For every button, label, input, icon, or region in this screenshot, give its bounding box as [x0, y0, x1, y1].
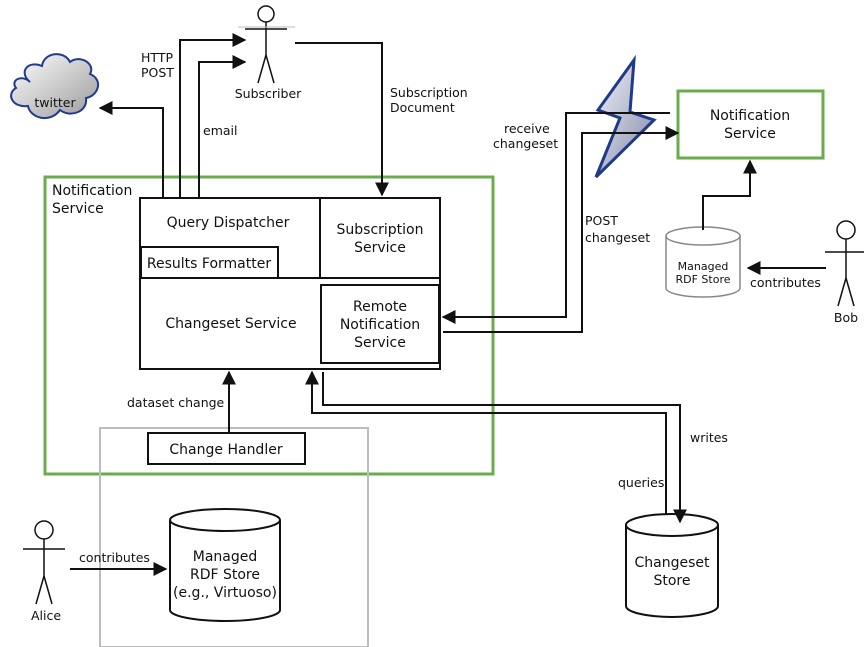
bob-store-to-service-arrow [702, 159, 757, 230]
writes-arrow [322, 372, 687, 524]
post-changeset-label-1: POST [585, 213, 618, 228]
notification-service-title-1: Notification [52, 183, 132, 199]
remote-service-box [676, 89, 825, 160]
alice-label: Alice [31, 608, 61, 623]
subscriber-label: Subscriber [235, 86, 302, 101]
remote-notification-label-3: Service [354, 335, 406, 351]
bob-store-label-2: RDF Store [675, 273, 730, 286]
queries-label: queries [618, 475, 664, 490]
notification-service-title-2: Service [52, 201, 104, 217]
change-handler-box [147, 432, 306, 465]
twitter-cloud [10, 53, 100, 120]
subscription-document-label-1: Subscription [390, 85, 468, 100]
changeset-service-label: Changeset Service [165, 316, 296, 332]
remote-notification-label-1: Remote [353, 299, 407, 315]
remote-notification-label-2: Notification [340, 317, 420, 333]
alice-rdf-store [169, 508, 281, 622]
remote-service-label-1: Notification [710, 108, 790, 124]
subscription-document-arrow [295, 42, 389, 197]
email-label: email [203, 123, 237, 138]
dataset-change-label: dataset change [127, 395, 225, 410]
remote-service-label-2: Service [724, 126, 776, 142]
writes-label: writes [690, 430, 728, 445]
subscriber-actor [245, 5, 287, 84]
queries-arrow [305, 370, 667, 514]
subscription-service-label-1: Subscription [337, 222, 424, 238]
receive-changeset-label-1: receive [504, 121, 550, 136]
twitter-label: twitter [34, 95, 76, 110]
http-post-label-2: POST [141, 65, 174, 80]
results-formatter-label: Results Formatter [147, 256, 271, 272]
http-post-arrow [179, 33, 247, 197]
subscription-service-box [319, 197, 441, 279]
alice-store-label-1: Managed [193, 549, 258, 565]
alice-store-label-2: RDF Store [190, 567, 260, 583]
bob-actor [825, 220, 864, 307]
remote-notification-service-box [320, 284, 440, 364]
bob-contributes-label: contributes [750, 275, 821, 290]
post-changeset-arrow [443, 126, 680, 333]
bob-label: Bob [834, 310, 858, 325]
email-arrow [198, 55, 247, 197]
receive-changeset-arrow [441, 112, 670, 324]
receive-changeset-label-2: changeset [493, 136, 558, 151]
notification-service-container [43, 175, 495, 476]
alice-actor [23, 520, 65, 605]
changeset-store-label-1: Changeset [635, 555, 711, 571]
subscription-service-label-2: Service [354, 240, 406, 256]
changeset-store [625, 513, 719, 618]
bob-store-label-1: Managed [678, 260, 729, 273]
changeset-store-label-2: Store [653, 573, 690, 589]
post-changeset-label-2: changeset [585, 230, 650, 245]
alice-store-label-3: (e.g., Virtuoso) [173, 585, 277, 601]
http-post-label-1: HTTP [141, 50, 173, 65]
alice-store-container [99, 427, 369, 647]
subscription-document-label-2: Document [390, 100, 455, 115]
alice-contributes-label: contributes [79, 550, 150, 565]
network-bolt [594, 54, 657, 179]
change-handler-label: Change Handler [169, 442, 282, 458]
results-formatter-box [140, 246, 279, 279]
twitter-arrow [98, 101, 164, 197]
query-dispatcher-label: Query Dispatcher [167, 215, 290, 231]
